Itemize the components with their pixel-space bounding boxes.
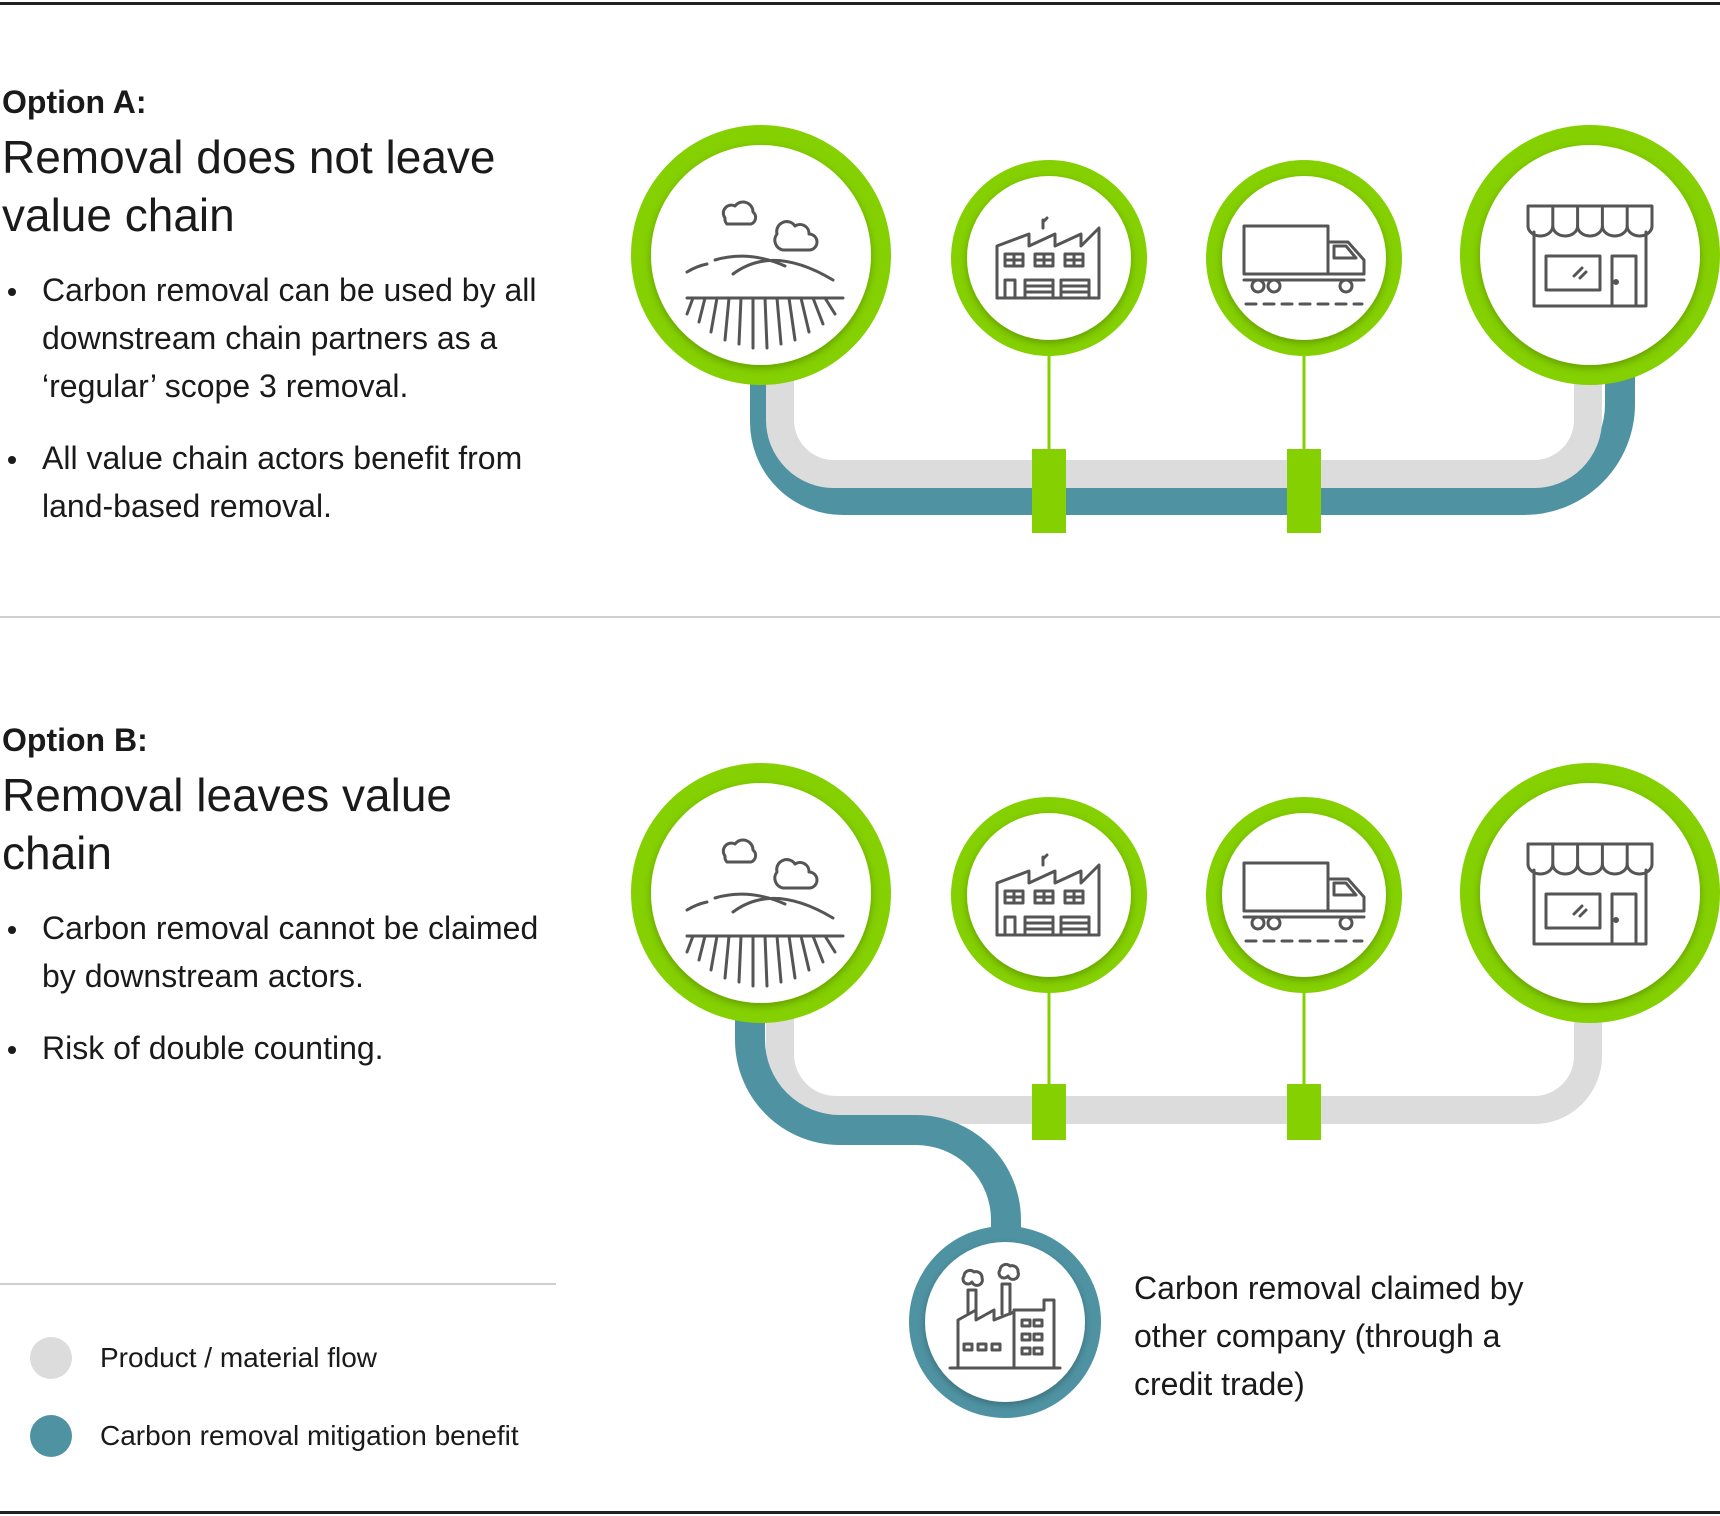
option-b-bullet-1: Carbon removal cannot be claimed by down… (6, 904, 566, 1000)
legend-item-benefit: Carbon removal mitigation benefit (30, 1414, 519, 1458)
option-b-title: Removal leaves value chain (2, 769, 453, 879)
option-a-node-factory (951, 160, 1147, 356)
option-b-bullet-2: Risk of double counting. (6, 1024, 566, 1072)
option-b-node-retail (1460, 763, 1720, 1023)
option-b-node-transport (1206, 797, 1402, 993)
option-b-benefit-path (735, 996, 1021, 1240)
option-b-node-factory (951, 797, 1147, 993)
legend-dot-grey (30, 1337, 72, 1379)
top-rule (0, 2, 1720, 5)
bottom-rule (0, 1511, 1720, 1514)
legend-label-benefit: Carbon removal mitigation benefit (100, 1420, 519, 1451)
option-a-flow (750, 340, 1635, 533)
option-a-bullets: Carbon removal can be used by all downst… (6, 266, 566, 554)
option-a-node-marker-factory (1032, 449, 1066, 533)
option-b-bullets: Carbon removal cannot be claimed by down… (6, 904, 566, 1096)
option-a-node-transport (1206, 160, 1402, 356)
option-a-bullet-1: Carbon removal can be used by all downst… (6, 266, 566, 410)
option-a-label: Option A: (2, 84, 147, 120)
legend-divider (0, 1283, 556, 1285)
option-b-node-marker-truck (1287, 1084, 1321, 1140)
option-a-title: Removal does not leave value chain (2, 131, 496, 241)
legend-item-flow: Product / material flow (30, 1336, 377, 1380)
option-a-node-farm (631, 125, 891, 385)
legend-dot-teal (30, 1415, 72, 1457)
option-b-flow (735, 975, 1602, 1240)
option-b-node-other-company (909, 1226, 1101, 1418)
option-a-benefit-path (750, 360, 1635, 515)
legend-label-flow: Product / material flow (100, 1342, 377, 1373)
option-a-node-marker-truck (1287, 449, 1321, 533)
option-b-node-marker-factory (1032, 1084, 1066, 1140)
option-b-label: Option B: (2, 722, 148, 758)
option-a-node-retail (1460, 125, 1720, 385)
option-b-node-farm (631, 763, 891, 1023)
option-a-bullet-2: All value chain actors benefit from land… (6, 434, 566, 530)
option-b-product-path (766, 996, 1602, 1124)
external-claim-text: Carbon removal claimed by other company … (1134, 1270, 1524, 1402)
option-a-product-path (766, 360, 1602, 488)
section-divider (0, 616, 1720, 618)
